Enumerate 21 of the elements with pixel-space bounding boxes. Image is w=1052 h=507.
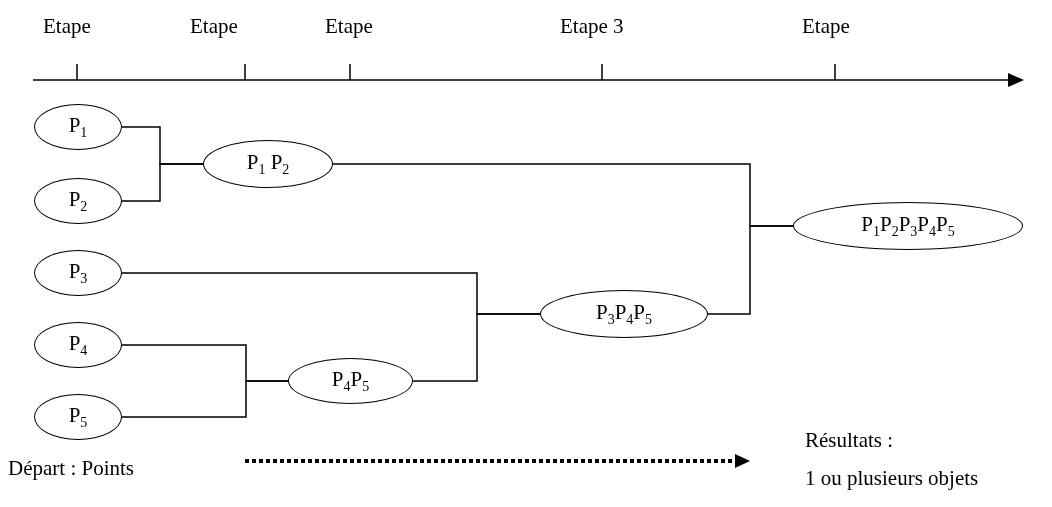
step-label: 1 ou plusieurs objets [805,466,979,491]
node-label: P$_{1}$P$_{2}$P$_{3}$P$_{4}$P$_{5}$ [861,211,955,241]
step-label: Etape 3 [560,14,624,39]
connector-line [412,313,541,382]
node-label: P$_{3}$P$_{4}$P$_{5}$ [595,299,653,329]
step-label: Etape [325,14,373,39]
node-label: P$_{1}$ [68,112,88,142]
step-label: Résultats : [805,428,894,453]
node-label: P$_{5}$ [68,402,88,432]
connector-line [121,163,204,202]
connector-line [707,225,794,315]
node-label: P$_{2}$ [68,186,88,216]
step-label: Etape [802,14,850,39]
node-label: P$_{4}$ [68,330,88,360]
node-label: P$_{3}$ [68,258,88,288]
node-label: P$_{1}$ P$_{2}$ [246,149,290,179]
connector-line [121,380,289,418]
node-label: P$_{4}$P$_{5}$ [331,366,370,396]
step-label: Départ : Points [8,456,134,481]
step-label: Etape [43,14,91,39]
step-label: Etape [190,14,238,39]
